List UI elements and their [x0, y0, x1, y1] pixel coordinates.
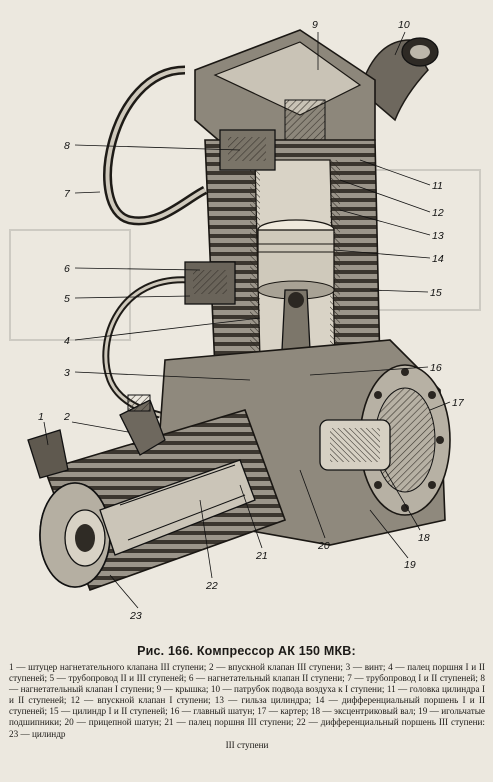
air-intake-pipe [359, 37, 439, 122]
legend-text-end: III ступени [225, 739, 269, 750]
label-11: 11 [432, 180, 443, 192]
discharge-valve-fitting-3 [27, 429, 69, 479]
label-14: 14 [432, 253, 444, 265]
label-8: 8 [64, 140, 70, 152]
part-number-labels: 1 2 3 4 5 6 7 8 9 10 11 12 13 14 15 16 1… [38, 19, 465, 622]
label-12: 12 [432, 207, 444, 219]
legend-text: 1 — штуцер нагнетательного клапана III с… [9, 662, 485, 739]
differential-piston-3 [99, 459, 256, 556]
label-22: 22 [205, 580, 218, 592]
leader-lines [43, 31, 451, 609]
label-2: 2 [63, 411, 70, 423]
label-17: 17 [452, 397, 465, 409]
label-7: 7 [64, 188, 71, 200]
label-9: 9 [312, 19, 318, 31]
label-4: 4 [64, 335, 70, 347]
label-19: 19 [404, 559, 416, 571]
label-5: 5 [64, 293, 70, 305]
label-18: 18 [418, 532, 430, 544]
label-1: 1 [38, 411, 44, 423]
label-21: 21 [255, 550, 268, 562]
pipeline-1-2 [103, 65, 208, 226]
eccentric-shaft [319, 419, 391, 471]
differential-piston-1-2 [257, 219, 335, 300]
label-10: 10 [398, 19, 410, 31]
compressor-illustration: 1 2 3 4 5 6 7 8 9 10 11 12 13 14 15 16 1… [9, 19, 481, 622]
label-6: 6 [64, 263, 70, 275]
label-15: 15 [430, 287, 442, 299]
label-20: 20 [317, 540, 330, 552]
figure-caption-title: Рис. 166. Компрессор АК 150 МКВ: [137, 644, 356, 658]
label-16: 16 [430, 362, 442, 374]
figure-legend: 1 — штуцер нагнетательного клапана III с… [9, 662, 485, 751]
label-3: 3 [64, 367, 70, 379]
intake-valve-3 [119, 394, 166, 456]
label-13: 13 [432, 230, 444, 242]
label-23: 23 [129, 610, 142, 622]
discharge-valve-2 [184, 261, 236, 305]
